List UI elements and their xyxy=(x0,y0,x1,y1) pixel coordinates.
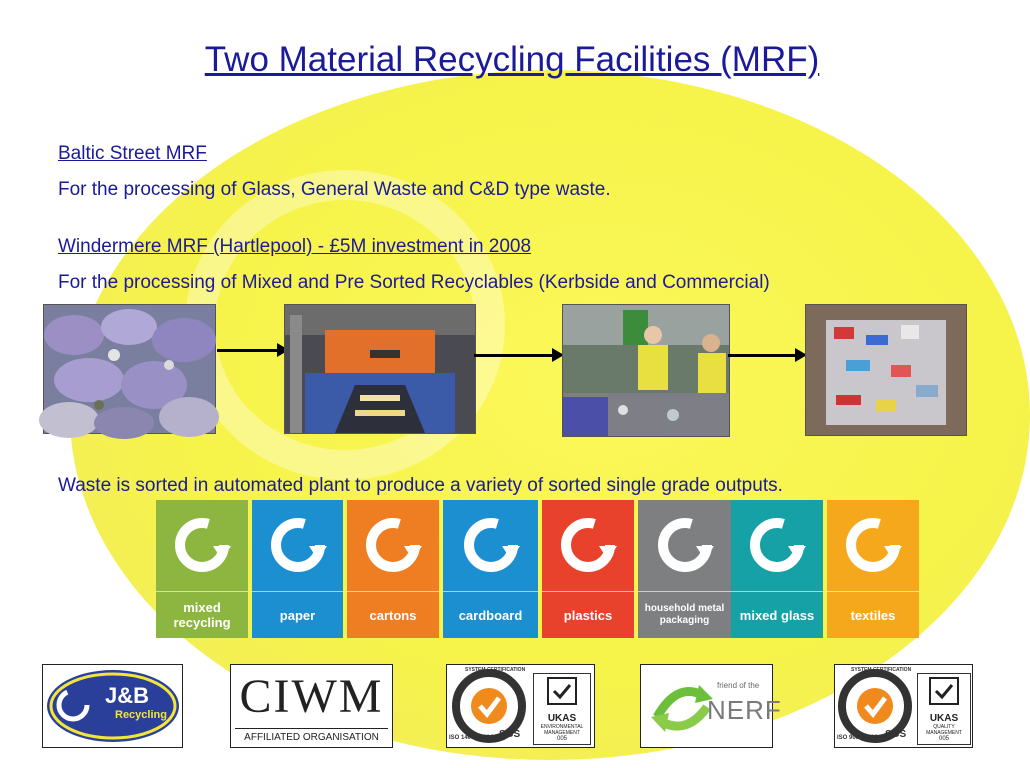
tile-label: plastics xyxy=(542,591,634,638)
recycle-icon xyxy=(156,500,248,590)
ukas-quality-label: UKAS xyxy=(929,713,959,724)
tile-household-metal-packaging: household metal packaging xyxy=(638,500,731,638)
baltic-street-description: For the processing of Glass, General Was… xyxy=(58,179,611,200)
process-arrow-3 xyxy=(728,348,807,362)
recycle-icon xyxy=(542,500,634,590)
tile-label: mixed recycling xyxy=(156,591,248,638)
ukas-env-box: UKAS ENVIRONMENTAL MANAGEMENT 005 xyxy=(533,673,591,745)
tile-cardboard: cardboard xyxy=(443,500,538,638)
ciwm-logo-sub-text: AFFILIATED ORGANISATION xyxy=(235,728,388,743)
ciwm-logo: CIWM AFFILIATED ORGANISATION xyxy=(230,664,393,748)
tile-paper: paper xyxy=(252,500,343,638)
recycle-icon xyxy=(827,500,919,590)
tile-cartons: cartons xyxy=(347,500,439,638)
recycle-icon xyxy=(347,500,439,590)
crown-icon xyxy=(547,677,577,705)
sgs-env-label: SGS xyxy=(499,729,521,740)
baltic-street-heading: Baltic Street MRF xyxy=(58,143,207,164)
sgs-quality-label: SGS xyxy=(885,729,907,740)
jb-logo-main-text: J&B xyxy=(105,683,150,708)
sgs-ukas-quality-logo: SYSTEM CERTIFICATION ISO 9001:2000 SGS U… xyxy=(834,664,973,748)
sorted-outputs-text: Waste is sorted in automated plant to pr… xyxy=(58,475,783,496)
sgs-ukas-environmental-logo: SYSTEM CERTIFICATION ISO 14001:2004 SGS … xyxy=(446,664,595,748)
process-arrow-1 xyxy=(217,343,289,357)
ukas-env-sub: ENVIRONMENTAL MANAGEMENT xyxy=(540,724,584,736)
sgs-env-iso-text: ISO 14001:2004 xyxy=(449,735,494,741)
windermere-description: For the processing of Mixed and Pre Sort… xyxy=(58,272,770,293)
ukas-env-label: UKAS xyxy=(547,713,577,724)
ukas-quality-number: 005 xyxy=(938,736,949,742)
baled-cans-photo xyxy=(805,304,967,436)
manual-picking-photo xyxy=(562,304,730,437)
tile-label: textiles xyxy=(827,591,919,638)
slide-title: Two Material Recycling Facilities (MRF) xyxy=(204,40,820,79)
tile-mixed-recycling: mixed recycling xyxy=(156,500,248,638)
tile-textiles: textiles xyxy=(827,500,919,638)
tile-plastics: plastics xyxy=(542,500,634,638)
tile-label: cardboard xyxy=(443,591,538,638)
nerf-friend-text: friend of the xyxy=(717,681,760,690)
ukas-quality-sub: QUALITY MANAGEMENT xyxy=(926,724,962,736)
windermere-heading: Windermere MRF (Hartlepool) - £5M invest… xyxy=(58,236,532,257)
tile-label: paper xyxy=(252,591,343,638)
sgs-quality-ring-text: SYSTEM CERTIFICATION xyxy=(851,667,912,673)
recycle-icon xyxy=(252,500,343,590)
bagged-waste-photo xyxy=(39,304,219,439)
recycle-arrows-icon xyxy=(651,685,713,732)
jb-recycling-logo: J&B Recycling xyxy=(42,664,183,748)
ukas-env-number: 005 xyxy=(556,736,567,742)
tile-mixed-glass: mixed glass xyxy=(731,500,823,638)
crown-icon xyxy=(929,677,959,705)
sorting-machine-photo xyxy=(284,304,476,434)
process-arrow-2 xyxy=(474,348,564,362)
tile-label: household metal packaging xyxy=(638,591,731,638)
sgs-env-ring-text: SYSTEM CERTIFICATION xyxy=(465,667,526,673)
recycle-icon xyxy=(731,500,823,590)
recycle-icon xyxy=(638,500,731,590)
nerf-logo: friend of the NERF xyxy=(640,664,781,748)
sgs-quality-iso-text: ISO 9001:2000 xyxy=(837,735,878,741)
recycle-icon xyxy=(443,500,538,590)
recycling-labels-row: mixed recycling paper cartons cardboard … xyxy=(156,500,919,638)
tile-label: cartons xyxy=(347,591,439,638)
jb-logo-sub-text: Recycling xyxy=(115,709,167,721)
nerf-main-text: NERF xyxy=(707,695,782,725)
tile-label: mixed glass xyxy=(731,591,823,638)
ukas-quality-box: UKAS QUALITY MANAGEMENT 005 xyxy=(917,673,971,745)
ciwm-logo-main-text: CIWM xyxy=(239,670,384,723)
